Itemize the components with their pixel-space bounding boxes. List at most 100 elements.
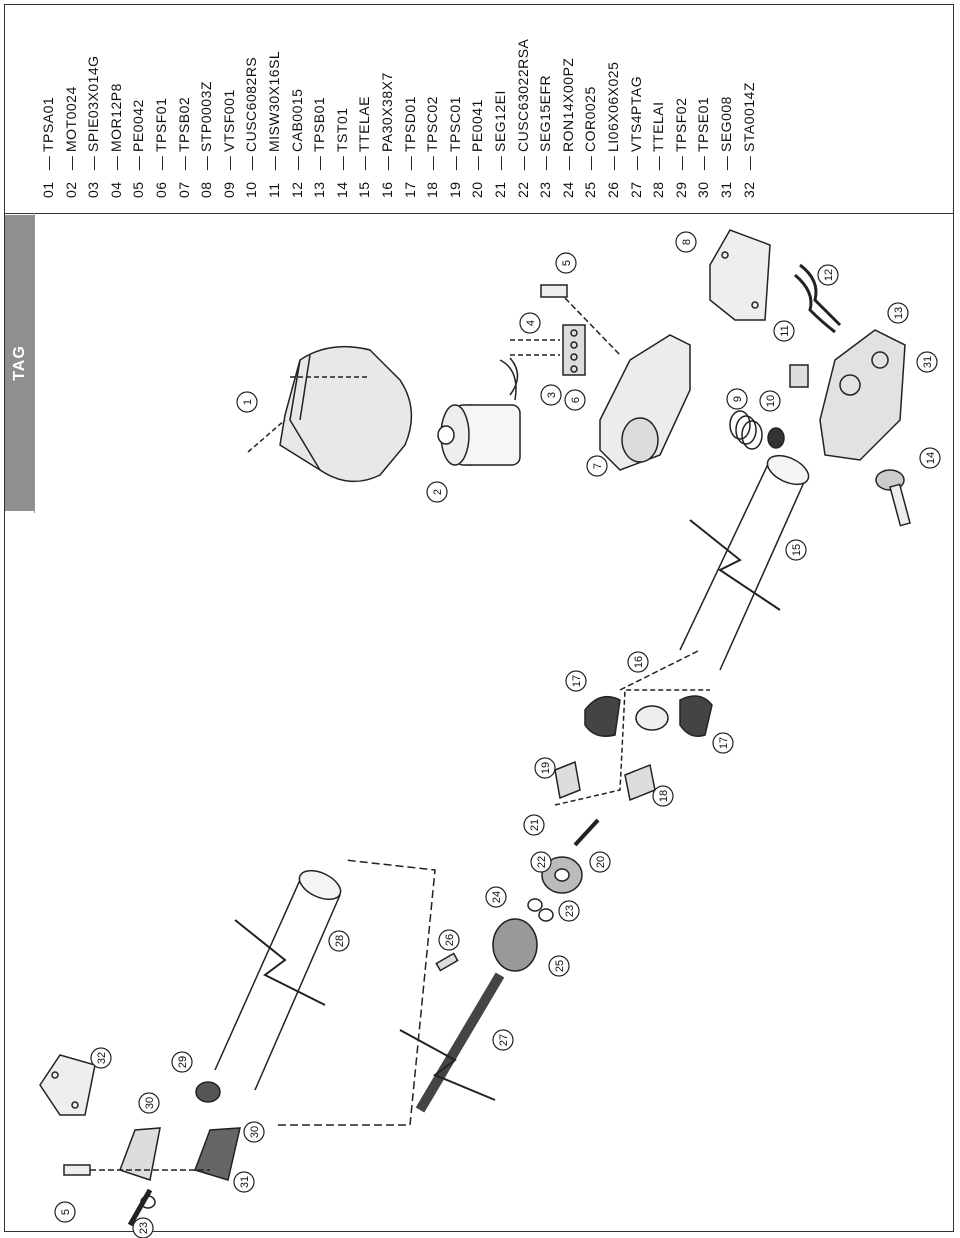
- tube-28-part: [214, 869, 342, 1091]
- svg-text:4: 4: [525, 320, 537, 326]
- callout-6: 6: [564, 389, 586, 411]
- svg-text:15: 15: [791, 544, 803, 556]
- page-frame: [4, 4, 954, 1232]
- bracket-32-part: [39, 1054, 96, 1116]
- callout-30: 30: [138, 1092, 160, 1114]
- callout-19: 19: [534, 757, 556, 779]
- callout-24: 24: [485, 886, 507, 908]
- block-30b-part: [194, 1127, 241, 1181]
- callout-12: 12: [817, 264, 839, 286]
- block-30-part: [119, 1127, 161, 1181]
- motor-cover-part: [279, 345, 413, 483]
- svg-text:12: 12: [823, 269, 835, 281]
- clip-18-part: [624, 763, 656, 802]
- callout-17: 17: [712, 732, 734, 754]
- tag-tab: [5, 215, 34, 511]
- svg-text:17: 17: [718, 737, 730, 749]
- svg-text:31: 31: [239, 1176, 251, 1188]
- bracket-part: [709, 229, 771, 321]
- svg-text:30: 30: [249, 1126, 261, 1138]
- svg-text:22: 22: [536, 856, 548, 868]
- svg-text:20: 20: [595, 856, 607, 868]
- callout-21: 21: [523, 814, 545, 836]
- callout-2: 2: [426, 481, 448, 503]
- pin-5b-part: [63, 1164, 91, 1176]
- callout-1: 1: [236, 391, 258, 413]
- callout-7: 7: [586, 455, 608, 477]
- callout-18: 18: [652, 785, 674, 807]
- svg-text:32: 32: [96, 1052, 108, 1064]
- svg-text:6: 6: [570, 397, 582, 403]
- svg-text:1: 1: [242, 399, 254, 405]
- callout-5: 5: [54, 1201, 76, 1223]
- svg-text:5: 5: [561, 260, 573, 266]
- callout-3: 3: [540, 384, 562, 406]
- svg-text:23: 23: [564, 905, 576, 917]
- callout-15: 15: [785, 539, 807, 561]
- callout-22: 22: [530, 851, 552, 873]
- callout-30: 30: [243, 1121, 265, 1143]
- pin-part: [540, 284, 568, 298]
- clip-19-part: [554, 760, 581, 800]
- svg-text:24: 24: [491, 891, 503, 903]
- switch-part: [789, 364, 809, 388]
- cable-part: [799, 263, 842, 327]
- svg-text:23: 23: [138, 1222, 150, 1234]
- pin-20-part: [573, 818, 600, 847]
- svg-text:13: 13: [893, 307, 905, 319]
- svg-text:21: 21: [529, 819, 541, 831]
- callout-31: 31: [916, 351, 938, 373]
- callout-4: 4: [519, 312, 541, 334]
- svg-text:31: 31: [922, 356, 934, 368]
- callout-31: 31: [233, 1171, 255, 1193]
- tube-15-part: [679, 454, 810, 671]
- svg-text:7: 7: [592, 463, 604, 469]
- callout-25: 25: [548, 955, 570, 977]
- lead-screw-27-part: [399, 972, 505, 1113]
- bush-17-part: [584, 695, 621, 737]
- svg-text:27: 27: [498, 1034, 510, 1046]
- svg-text:2: 2: [432, 489, 444, 495]
- tab-divider: [34, 213, 35, 513]
- callout-27: 27: [492, 1029, 514, 1051]
- svg-text:25: 25: [554, 960, 566, 972]
- callout-9: 9: [726, 388, 748, 410]
- key-26-part: [435, 952, 459, 972]
- header-divider: [4, 213, 954, 214]
- svg-text:29: 29: [177, 1056, 189, 1068]
- svg-text:9: 9: [732, 396, 744, 402]
- svg-text:11: 11: [779, 325, 791, 336]
- svg-text:17: 17: [571, 675, 583, 687]
- bush-17b-part: [679, 695, 713, 737]
- callout-29: 29: [171, 1051, 193, 1073]
- nut-29-part: [195, 1081, 221, 1103]
- svg-text:30: 30: [144, 1097, 156, 1109]
- spring-part: [729, 410, 763, 450]
- svg-text:18: 18: [658, 790, 670, 802]
- callout-14: 14: [919, 447, 941, 469]
- connector-block-part: [562, 324, 586, 376]
- callout-23: 23: [558, 900, 580, 922]
- callout-20: 20: [589, 851, 611, 873]
- callout-10: 10: [759, 390, 781, 412]
- svg-text:26: 26: [444, 934, 456, 946]
- svg-text:19: 19: [540, 762, 552, 774]
- bearing-part: [767, 427, 785, 449]
- callout-26: 26: [438, 929, 460, 951]
- callout-16: 16: [627, 651, 649, 673]
- callout-5: 5: [555, 252, 577, 274]
- svg-text:10: 10: [765, 395, 777, 407]
- callout-28: 28: [328, 930, 350, 952]
- callout-17: 17: [565, 670, 587, 692]
- svg-text:8: 8: [681, 239, 693, 245]
- callout-23: 23: [132, 1217, 154, 1238]
- lower-housing-part: [819, 329, 906, 461]
- svg-text:28: 28: [334, 935, 346, 947]
- svg-text:14: 14: [925, 452, 937, 464]
- svg-text:16: 16: [633, 656, 645, 668]
- callout-32: 32: [90, 1047, 112, 1069]
- svg-text:5: 5: [60, 1209, 72, 1215]
- svg-text:3: 3: [546, 392, 558, 398]
